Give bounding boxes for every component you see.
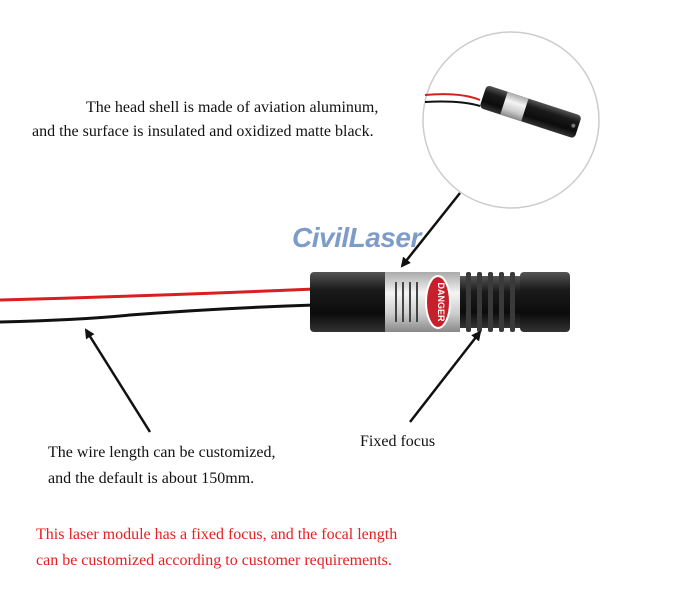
note-line-1: This laser module has a fixed focus, and… — [36, 526, 398, 543]
red-wire — [0, 287, 316, 302]
laser-module: DANGER — [310, 272, 570, 332]
fixed-focus-label: Fixed focus — [360, 433, 436, 450]
inset-closeup — [422, 31, 600, 209]
head-shell-line-2: and the surface is insulated and oxidize… — [32, 123, 374, 140]
black-wire — [0, 303, 316, 324]
wire-length-line-1: The wire length can be customized, — [48, 444, 276, 461]
wire-length-line-2: and the default is about 150mm. — [48, 470, 255, 487]
note-line-2: can be customized according to customer … — [36, 552, 392, 569]
danger-label: DANGER — [436, 282, 446, 322]
arrow-fixed-focus — [409, 330, 482, 423]
arrow-wire — [84, 328, 152, 433]
brand-logo: CivilLaser — [292, 222, 421, 253]
arrow-head-shell — [400, 192, 461, 268]
head-shell-line-1: The head shell is made of aviation alumi… — [86, 99, 379, 116]
